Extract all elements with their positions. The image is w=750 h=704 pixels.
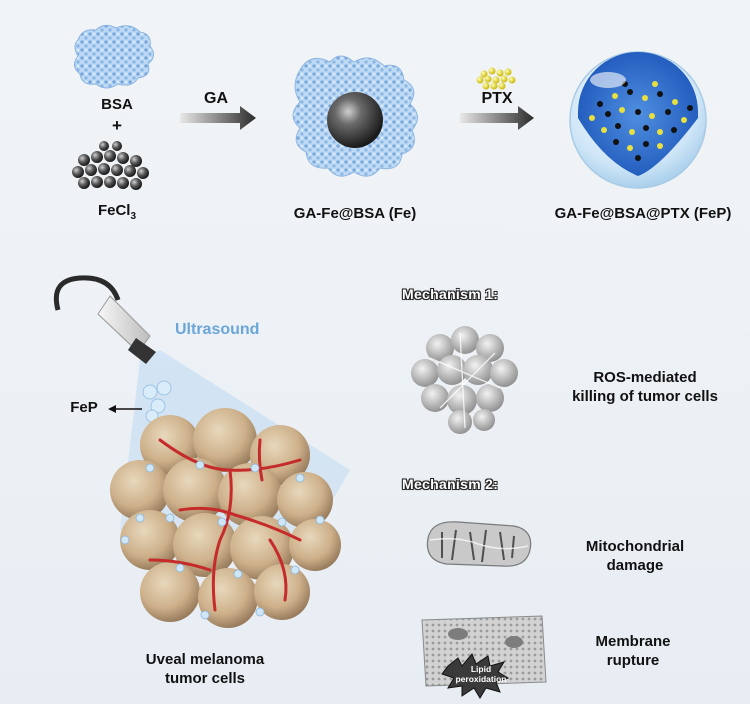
mechanism-2a-desc: Mitochondrial damage <box>585 538 685 574</box>
lipid-peroxidation-label: Lipid peroxidation <box>455 664 507 684</box>
synthesis-graphics <box>72 24 707 190</box>
fep-drug-dots <box>589 81 693 161</box>
fep-arrow <box>108 405 142 413</box>
bsa-label: BSA <box>101 96 133 113</box>
ultrasound-probe-icon <box>53 275 156 364</box>
fe-label: GA-Fe@BSA (Fe) <box>293 205 417 222</box>
tumor-label: Uveal melanoma tumor cells <box>145 651 265 687</box>
fep-tumor-label: FeP <box>70 399 98 416</box>
fep-label: GA-Fe@BSA@PTX (FeP) <box>554 205 732 222</box>
mechanism-1-desc: ROS-mediated killing of tumor cells <box>572 369 718 405</box>
plus-sign: + <box>112 116 122 135</box>
ptx-drug-icon <box>476 67 516 90</box>
mechanism-1-title: Mechanism 1: <box>402 286 499 302</box>
fecl3-particles-icon <box>72 141 149 190</box>
arrow-ptx-label: PTX <box>481 90 513 107</box>
blood-vessels-icon <box>148 438 302 612</box>
mitochondria-graphic <box>426 521 532 567</box>
fep-particles-icon <box>142 380 172 423</box>
fecl3-label: FeCl3 <box>97 202 137 222</box>
mitochondria-icon <box>426 521 532 567</box>
treatment-graphics <box>53 275 350 628</box>
mechanism-2b-desc: Membrane rupture <box>595 633 671 669</box>
mechanism-1-graphic <box>411 326 518 434</box>
lipid-peroxidation-burst-icon <box>441 653 510 699</box>
arrow-ptx <box>460 106 534 130</box>
mechanism-2-title: Mechanism 2: <box>402 476 499 492</box>
fep-on-tumor-dots <box>120 460 325 620</box>
ga-fe-bsa-nanoparticle-icon <box>292 55 418 177</box>
damaged-cell-cluster-icon <box>411 326 518 434</box>
membrane-graphic <box>421 615 547 699</box>
bsa-protein-icon <box>74 24 154 89</box>
arrow-ga-label: GA <box>204 90 228 107</box>
tumor-cluster-icon <box>110 408 341 628</box>
fep-nanoparticle-icon <box>569 51 707 189</box>
arrow-ga <box>180 106 256 130</box>
ultrasound-label: Ultrasound <box>175 321 260 338</box>
